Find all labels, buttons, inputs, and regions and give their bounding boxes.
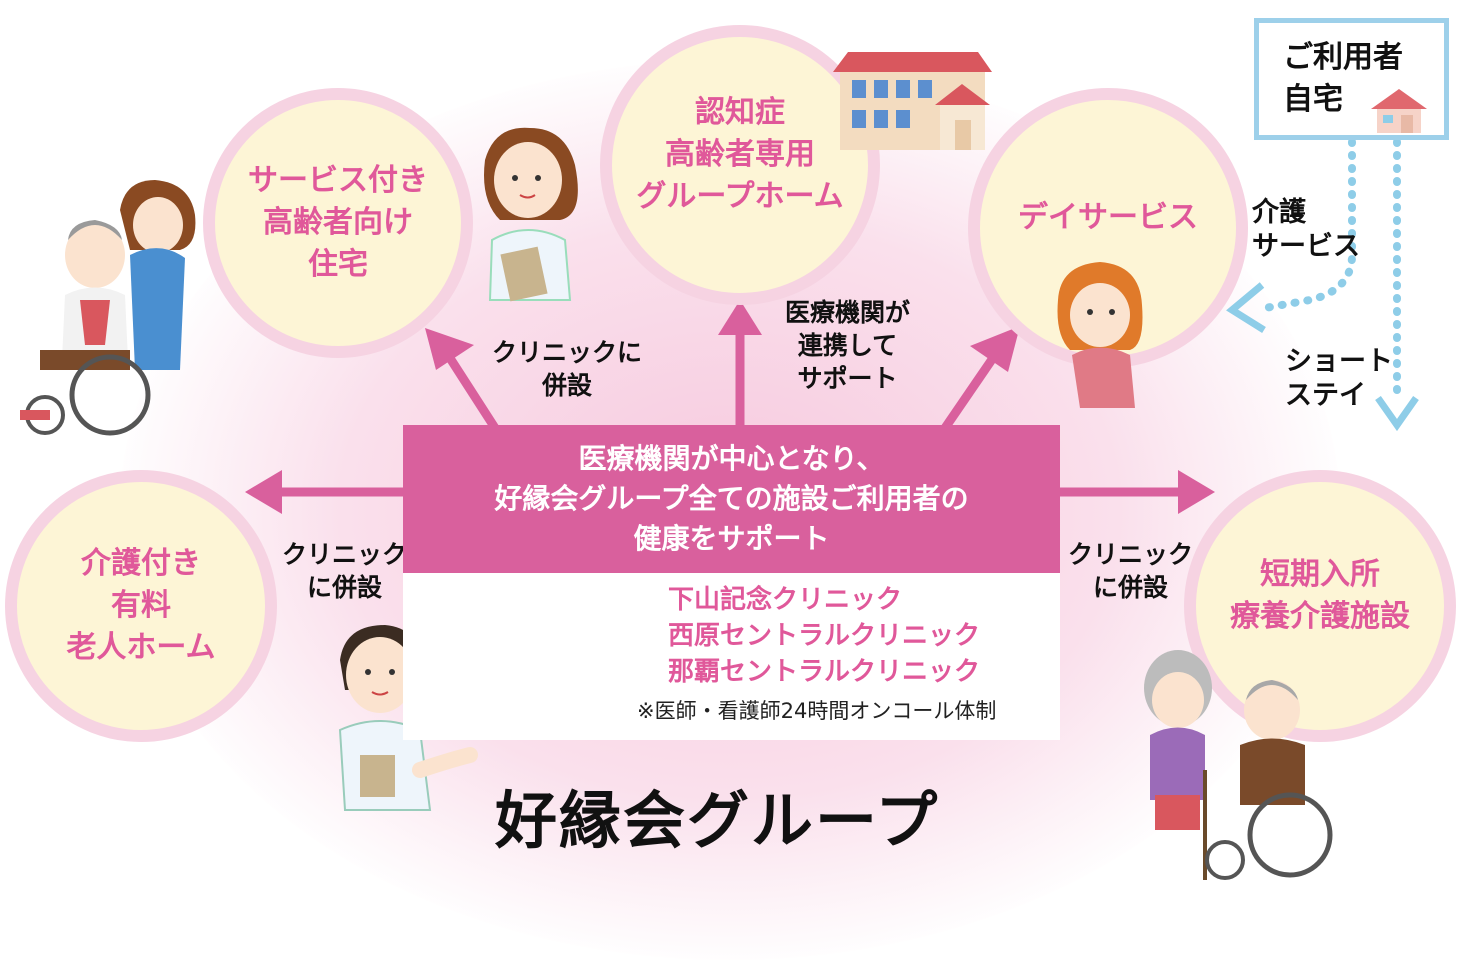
- elderly-illustration: [1144, 650, 1333, 880]
- circle-label: 認知症 高齢者専用 グループホーム: [636, 95, 844, 214]
- clinic-note: ※医師・看護師24時間オンコール体制: [637, 699, 997, 723]
- clinic-name: 那覇セントラルクリニック: [668, 657, 981, 687]
- care-service-arrowhead: [1226, 282, 1266, 333]
- circle-label: デイサービス: [1018, 200, 1198, 235]
- circle-label: 短期入所 療養介護施設: [1230, 557, 1410, 634]
- arrow-up-right: [941, 326, 1020, 431]
- clinic-name: 下山記念クリニック: [668, 585, 903, 615]
- center-message: 医療機関が中心となり、 好縁会グループ全ての施設ご利用者の 健康をサポート: [403, 425, 1060, 573]
- arrow-left: [245, 470, 403, 514]
- home-box: ご利用者 自宅: [1254, 18, 1449, 140]
- arrow-right: [1060, 470, 1215, 514]
- dotted-care-service-path: [1261, 138, 1356, 312]
- doctor-illustration: [338, 625, 478, 811]
- nurse-illustration: [484, 127, 578, 302]
- short-stay-arrowhead: [1375, 395, 1419, 432]
- house-icon: [1371, 89, 1427, 133]
- caregiver-illustration-day-service: [1057, 262, 1143, 408]
- circle-label: 介護付き 有料 老人ホーム: [66, 546, 216, 665]
- home-label: ご利用者 自宅: [1283, 40, 1403, 117]
- building-icon: [833, 52, 992, 150]
- label-care-service: 介護 サービス: [1252, 197, 1360, 262]
- group-title: 好縁会グループ: [495, 784, 940, 857]
- label-medical-support: 医療機関が 連携して サポート: [785, 298, 911, 393]
- circle-label: サービス付き 高齢者向け 住宅: [248, 163, 428, 282]
- arrow-up: [718, 300, 762, 428]
- label-clinic-attached-left: クリニック に併設: [282, 540, 408, 602]
- caregiver-illustration: [20, 180, 196, 436]
- label-clinic-attached-top-left: クリニックに 併設: [492, 338, 643, 400]
- arrow-up-left: [425, 328, 499, 431]
- clinic-box: [403, 573, 1060, 740]
- label-short-stay: ショート ステイ: [1285, 346, 1393, 411]
- label-clinic-attached-right: クリニック に併設: [1068, 540, 1194, 602]
- clinic-name: 西原セントラルクリニック: [668, 621, 981, 651]
